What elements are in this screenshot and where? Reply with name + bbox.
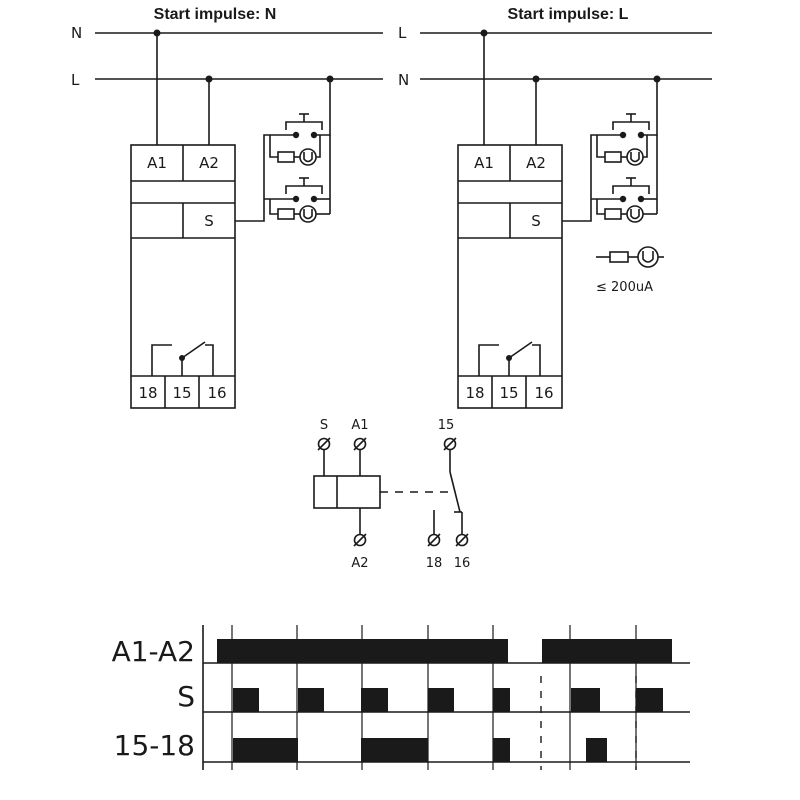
timing-pulse	[542, 639, 672, 663]
schematic-label-a2: A2	[351, 556, 368, 571]
left-terminal-16: 16	[207, 384, 226, 402]
timing-diagram: A1-A2 S 15-18	[112, 625, 690, 770]
right-circuit: Start impulse: L L N A1 A2 S 18 15 16	[398, 6, 712, 409]
timing-pulse	[428, 688, 454, 712]
left-relay-contact	[151, 341, 214, 376]
terminal-symbol-s	[317, 437, 331, 451]
right-circuit-title: Start impulse: L	[508, 6, 629, 23]
right-relay-body	[457, 144, 563, 409]
timing-pulse	[361, 688, 388, 712]
right-terminal-a2: A2	[526, 154, 546, 172]
left-circuit-title: Start impulse: N	[154, 6, 277, 23]
terminal-symbol-18	[427, 533, 441, 547]
schematic-label-s: S	[320, 418, 328, 433]
schematic-label-a1: A1	[351, 418, 368, 433]
left-circuit: Start impulse: N N L A1 A2 S 18 15 16	[71, 6, 383, 409]
left-wire-s	[235, 134, 296, 222]
right-terminal-s: S	[531, 212, 541, 230]
timing-pulse	[233, 738, 298, 762]
timing-pulse	[493, 688, 510, 712]
right-pushbutton-2	[596, 177, 657, 223]
right-terminal-a1: A1	[474, 154, 494, 172]
timing-pulse	[298, 688, 324, 712]
timing-pulse	[571, 688, 600, 712]
left-pushbutton-2	[269, 177, 330, 223]
timing-pulse	[636, 688, 663, 712]
terminal-symbol-16	[455, 533, 469, 547]
schematic-label-16: 16	[454, 556, 471, 571]
right-rail-top-label: L	[398, 24, 407, 42]
right-terminal-15: 15	[499, 384, 518, 402]
timing-pulse	[217, 639, 508, 663]
timing-label-a1a2: A1-A2	[112, 635, 195, 668]
glow-lamp-note: ≤ 200uA	[596, 280, 653, 295]
right-rail-bottom-label: N	[398, 71, 409, 89]
left-pushbutton-1	[269, 113, 323, 166]
relay-schematic: S A1 15 A2 18 16	[313, 418, 471, 571]
timing-pulse	[586, 738, 607, 762]
schematic-label-18: 18	[426, 556, 443, 571]
right-terminal-16: 16	[534, 384, 553, 402]
timing-label-15-18: 15-18	[114, 729, 195, 762]
left-terminal-18: 18	[138, 384, 157, 402]
left-relay-body	[130, 144, 236, 409]
left-terminal-15: 15	[172, 384, 191, 402]
left-terminal-s: S	[204, 212, 214, 230]
right-pushbutton-1	[596, 113, 650, 166]
terminal-symbol-a2	[353, 533, 367, 547]
timing-pulse	[361, 738, 428, 762]
schematic-label-15: 15	[438, 418, 455, 433]
terminal-symbol-15	[443, 437, 457, 451]
switch-contact	[449, 471, 461, 513]
right-wire-s	[562, 134, 623, 222]
timing-pulse	[233, 688, 259, 712]
left-terminal-a2: A2	[199, 154, 219, 172]
left-rail-bottom-label: L	[71, 71, 80, 89]
terminal-symbol-a1	[353, 437, 367, 451]
coil-symbol	[313, 475, 381, 509]
left-terminal-a1: A1	[147, 154, 167, 172]
right-relay-contact	[478, 341, 541, 376]
timing-label-s: S	[177, 680, 195, 713]
left-rail-top-label: N	[71, 24, 82, 42]
timing-pulse	[493, 738, 510, 762]
glow-lamp-symbol	[596, 246, 664, 268]
right-terminal-18: 18	[465, 384, 484, 402]
